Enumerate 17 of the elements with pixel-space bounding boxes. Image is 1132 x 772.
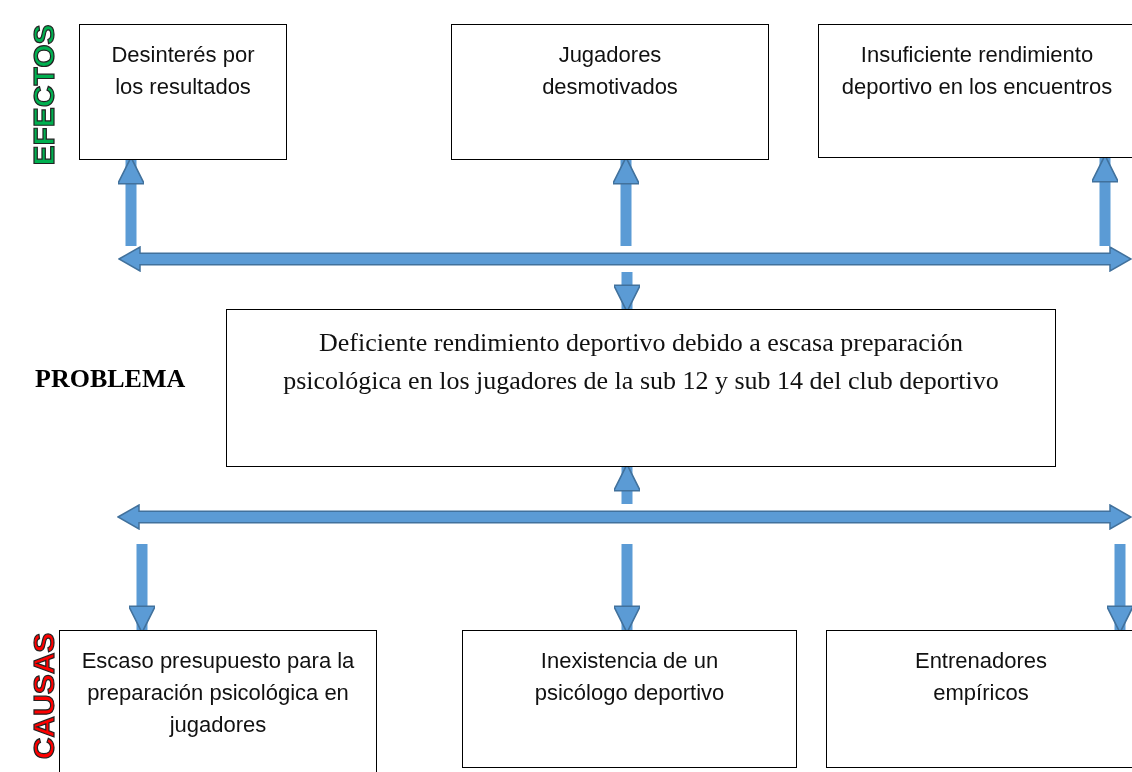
- cause-box: [462, 630, 797, 768]
- cause-box: [59, 630, 377, 772]
- box-text: Insuficiente rendimiento deportivo en los encuentros: [841, 41, 1113, 101]
- section-label: PROBLEMA: [35, 364, 186, 394]
- problem-box: [226, 309, 1056, 467]
- box-text: Deficiente rendimiento deportivo debido a escasa preparación psicológica en los jugadores de la sub 12 y sub 14 del club deportivo: [282, 327, 1000, 397]
- effect-box: [79, 24, 287, 160]
- box-text: Entrenadores empíricos: [913, 647, 1049, 707]
- section-label: EFECTOS: [26, 23, 61, 168]
- box-text: Escaso presupuesto para la preparación psicológica en jugadores: [80, 647, 356, 739]
- box-text: Inexistencia de un psicólogo deportivo: [533, 647, 726, 707]
- section-label: CAUSAS: [26, 631, 61, 762]
- cause-box: [826, 630, 1132, 768]
- effect-box: [451, 24, 769, 160]
- effect-box: [818, 24, 1132, 158]
- box-text: Jugadores desmotivados: [542, 41, 678, 101]
- box-text: Desinterés por los resultados: [110, 41, 256, 101]
